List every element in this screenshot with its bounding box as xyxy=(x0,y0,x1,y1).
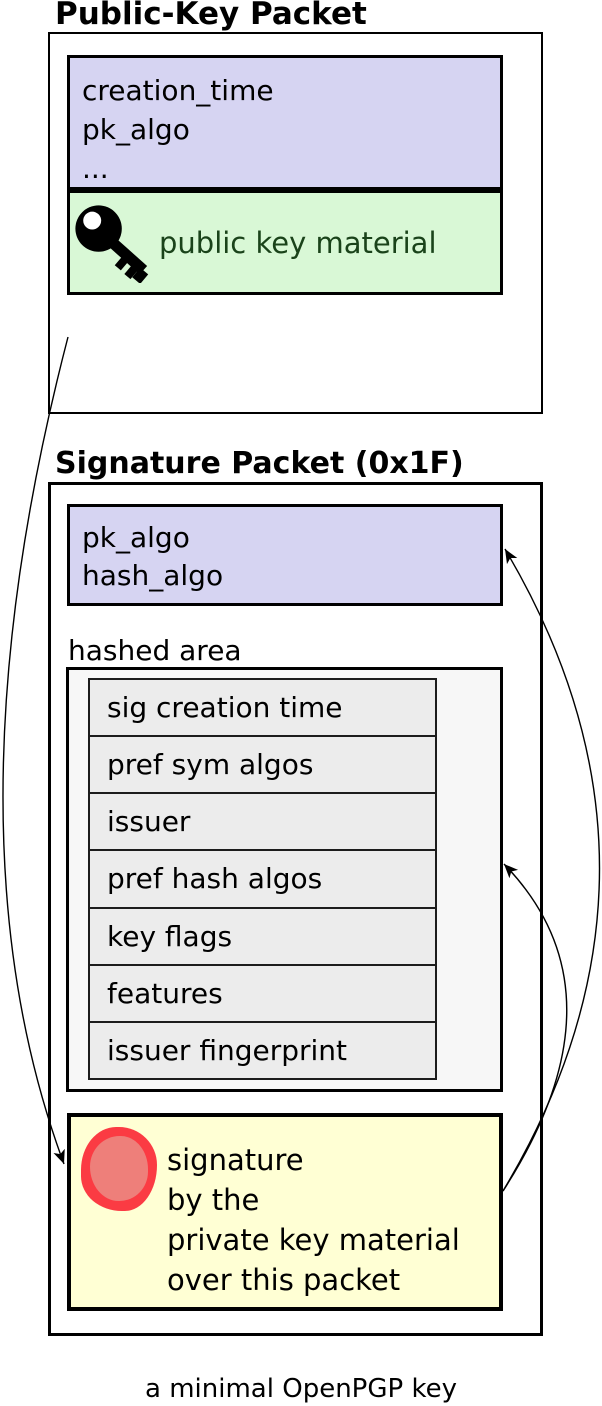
diagram-caption: a minimal OpenPGP key xyxy=(145,1374,457,1404)
field-pk-algo: pk_algo xyxy=(82,521,190,554)
public-key-material-label: public key material xyxy=(159,225,437,260)
public-key-material-box: public key material xyxy=(67,190,503,295)
subpacket-features: features xyxy=(90,963,435,1021)
field-pk-algo: pk_algo xyxy=(82,113,190,146)
signature-note-line: by the xyxy=(167,1183,260,1217)
subpacket-label: pref sym algos xyxy=(107,748,314,782)
subpacket-label: issuer xyxy=(107,805,191,839)
subpacket-pref-hash-algos: pref hash algos xyxy=(90,849,435,907)
signature-value-box: signature by the private key material ov… xyxy=(67,1113,503,1311)
subpacket-label: pref hash algos xyxy=(107,862,323,896)
signature-packet-title: Signature Packet (0x1F) xyxy=(55,446,464,481)
key-icon xyxy=(75,204,149,283)
subpacket-issuer: issuer xyxy=(90,792,435,850)
public-key-packet-title: Public-Key Packet xyxy=(55,0,367,32)
subpacket-label: sig creation time xyxy=(107,691,343,725)
hashed-area-label: hashed area xyxy=(68,634,242,667)
signature-note-line: private key material xyxy=(167,1223,460,1257)
wax-seal-inner xyxy=(90,1136,148,1201)
subpacket-label: features xyxy=(107,976,223,1010)
signature-note-line: over this packet xyxy=(167,1263,401,1297)
subpacket-label: issuer fingerprint xyxy=(107,1033,348,1067)
subpacket-issuer-fingerprint: issuer fingerprint xyxy=(90,1020,435,1078)
signature-header-fields-box: pk_algo hash_algo xyxy=(67,504,503,606)
subpacket-sig-creation-time: sig creation time xyxy=(90,680,435,736)
subpacket-table: sig creation time pref sym algos issuer … xyxy=(88,678,437,1080)
field-creation-time: creation_time xyxy=(82,74,274,107)
subpacket-pref-sym-algos: pref sym algos xyxy=(90,735,435,793)
public-key-header-fields-box: creation_time pk_algo ... xyxy=(67,55,503,190)
wax-seal-icon xyxy=(81,1127,157,1211)
signature-note-line: signature xyxy=(167,1143,304,1177)
field-ellipsis: ... xyxy=(82,152,109,185)
subpacket-label: key flags xyxy=(107,919,233,953)
field-hash-algo: hash_algo xyxy=(82,559,224,592)
subpacket-key-flags: key flags xyxy=(90,906,435,964)
